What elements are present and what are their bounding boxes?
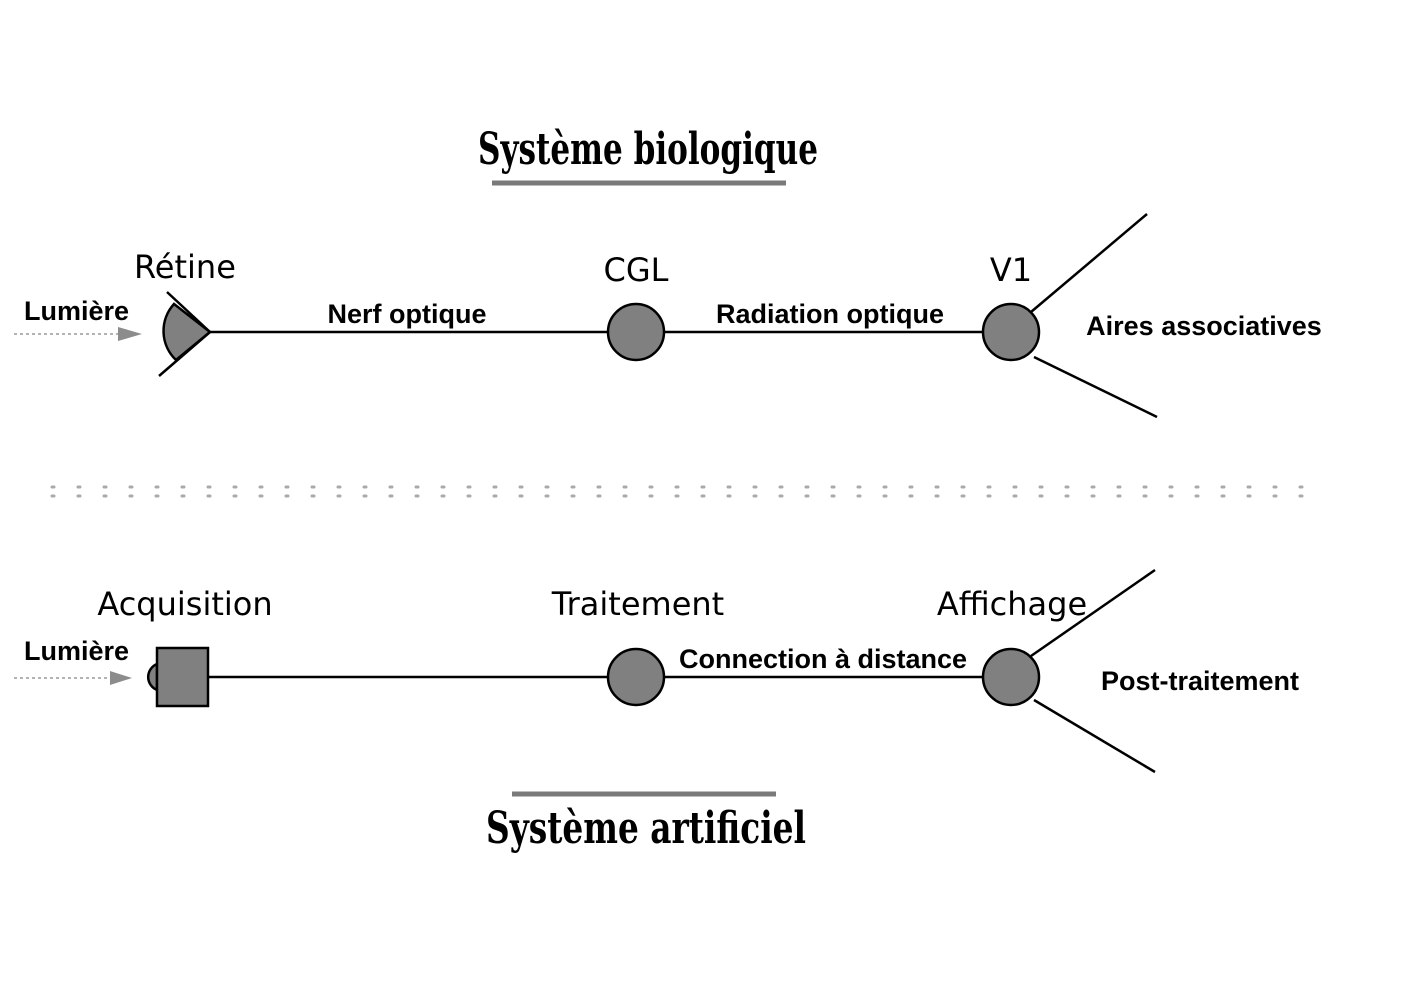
biological-light-label: Lumière [24, 296, 129, 326]
v1-label: V1 [990, 251, 1032, 289]
biological-title: Système biologique [478, 124, 818, 175]
remote-connection-label: Connection à distance [679, 644, 967, 674]
biological-light-arrow [118, 327, 142, 341]
artificial-title: Système artificiel [486, 803, 806, 854]
v1-node [981, 302, 1041, 362]
display-node [981, 647, 1041, 707]
retina-edge-top [166, 291, 211, 333]
cgl-label: CGL [604, 251, 669, 289]
v1-branch-bottom [1033, 355, 1158, 419]
artificial-light-arrow [110, 671, 132, 685]
artificial-light-label: Lumière [24, 636, 129, 666]
retina-label: Rétine [134, 248, 236, 286]
camera-body [155, 646, 210, 708]
cgl-node [606, 302, 666, 362]
artificial-system: Lumière Acquisition Traitement Connectio… [14, 568, 1299, 854]
camera-lens [147, 662, 159, 692]
display-label: Affichage [937, 585, 1087, 623]
display-branch-bottom [1033, 698, 1156, 774]
display-branch-top [1030, 568, 1156, 658]
associative-areas-label: Aires associatives [1086, 311, 1322, 341]
v1-branch-top [1030, 213, 1148, 313]
optic-radiation-label: Radiation optique [716, 299, 944, 329]
optic-nerve-label: Nerf optique [328, 299, 487, 329]
retina-edge-bottom [158, 331, 211, 377]
processing-label: Traitement [551, 585, 724, 623]
processing-node [606, 647, 666, 707]
acquisition-label: Acquisition [97, 585, 272, 623]
biological-system: Système biologique Lumière Rétine Nerf o… [14, 124, 1322, 419]
post-processing-label: Post-traitement [1101, 666, 1299, 696]
